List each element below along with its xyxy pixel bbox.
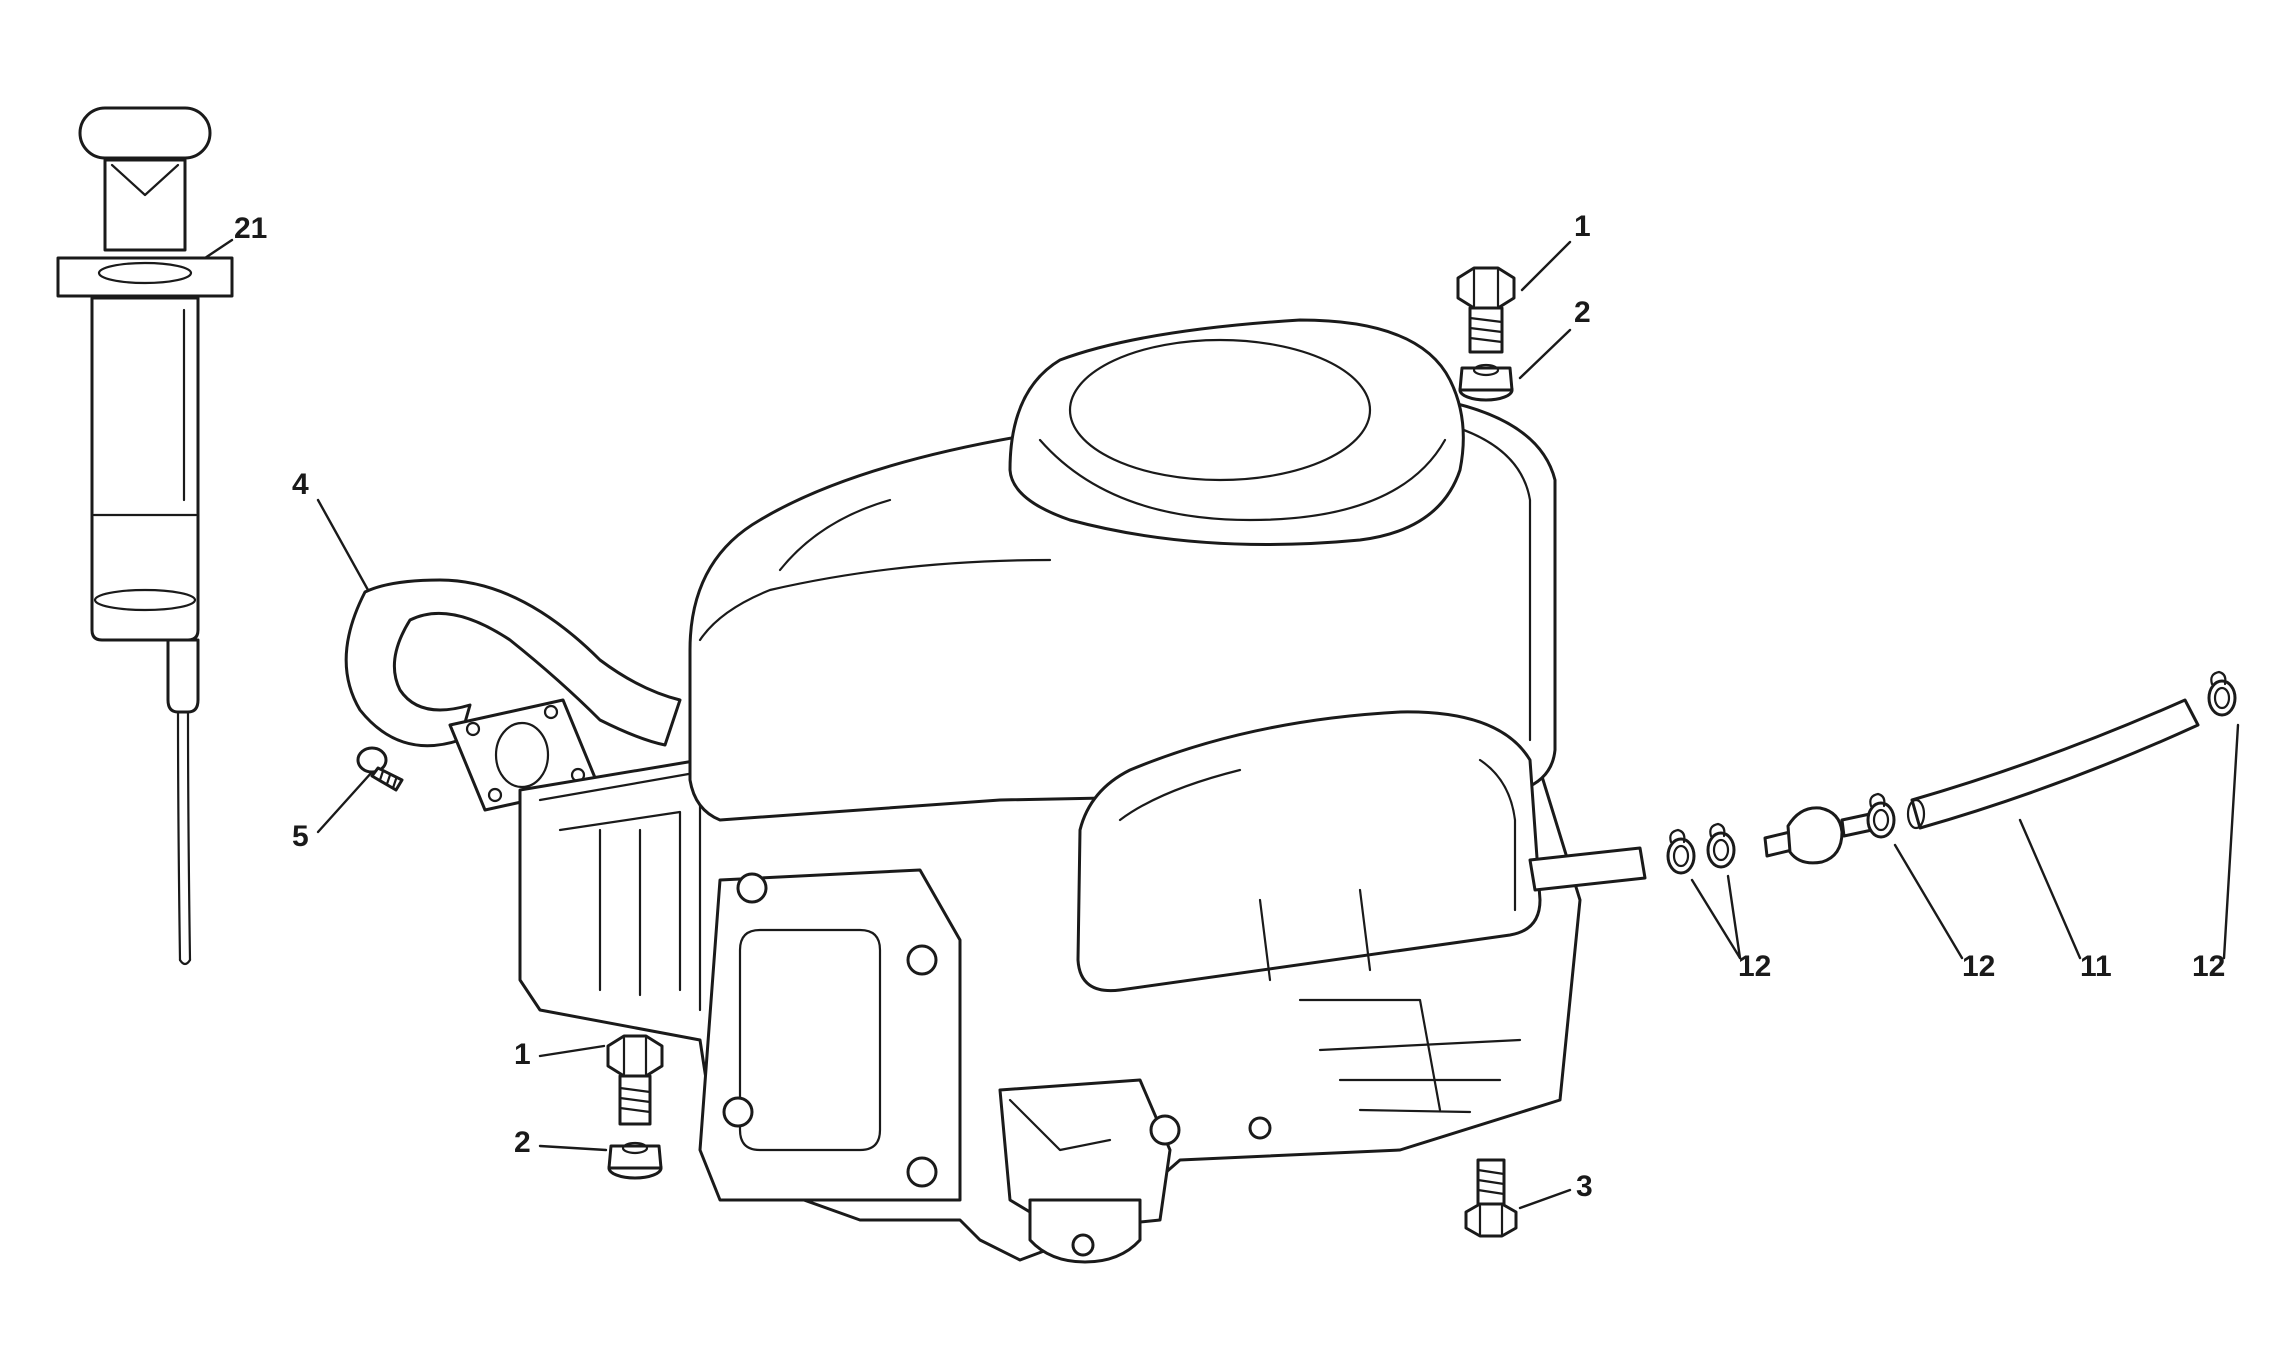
callout-1-bottom: 1 <box>514 1038 531 1071</box>
bolt-part-3[interactable] <box>1464 1158 1518 1238</box>
callout-12-b: 12 <box>1962 950 1995 983</box>
fuel-filter-part[interactable] <box>1763 806 1874 865</box>
callout-2-top: 2 <box>1574 296 1591 329</box>
hose-clamp-c-part[interactable] <box>1866 792 1896 839</box>
hose-clamp-b-part[interactable] <box>1706 822 1736 869</box>
hose-clamp-d-part[interactable] <box>2207 670 2237 717</box>
bolt-top-part[interactable] <box>1456 266 1516 354</box>
leader-lines <box>203 238 2240 1210</box>
callout-2-bottom: 2 <box>514 1126 531 1159</box>
callout-11: 11 <box>2080 950 2112 983</box>
callouts: 21 1 2 4 5 12 12 11 12 1 2 3 <box>234 210 2225 1203</box>
callout-4: 4 <box>292 468 309 501</box>
engine-part[interactable] <box>518 318 1647 1264</box>
callout-21: 21 <box>234 212 267 245</box>
screw-part[interactable] <box>356 746 404 792</box>
nut-bottom-part[interactable] <box>607 1141 663 1180</box>
callout-12-a: 12 <box>1738 950 1771 983</box>
nut-top-part[interactable] <box>1458 363 1514 402</box>
bolt-bottom-part[interactable] <box>606 1034 664 1126</box>
callout-1-top: 1 <box>1574 210 1591 243</box>
hose-clamp-a-part[interactable] <box>1666 828 1696 875</box>
fuel-hose-part[interactable] <box>1906 698 2200 830</box>
callout-12-c: 12 <box>2192 950 2225 983</box>
callout-3: 3 <box>1576 1170 1593 1203</box>
callout-5: 5 <box>292 820 309 853</box>
oil-syringe-part[interactable] <box>56 106 234 966</box>
